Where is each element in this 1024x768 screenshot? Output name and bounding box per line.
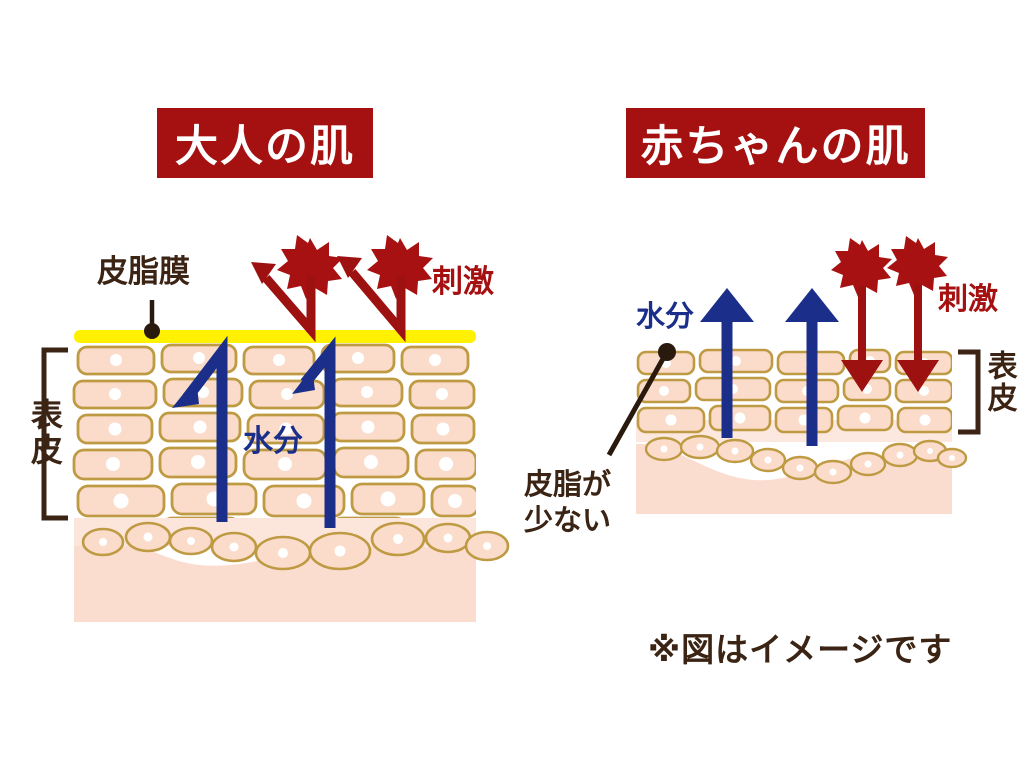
epidermis-bracket-right — [958, 349, 981, 435]
stimulus-burst-right-2 — [887, 236, 948, 295]
baby-basal-nuclei — [660, 443, 955, 476]
stimulus-arrow-right-2 — [897, 284, 939, 392]
stimulus-arrow-left-2 — [337, 256, 406, 343]
label-epidermis-adult: 表皮 — [25, 398, 64, 468]
sebum-film-band — [74, 330, 476, 343]
sebum-film-pointer — [144, 300, 160, 339]
panel-title-adult-skin: 大人の肌 — [157, 108, 373, 178]
panel-title-baby-skin: 赤ちゃんの肌 — [626, 108, 925, 178]
figure-disclaimer-note: ※図はイメージです — [648, 630, 953, 669]
label-sebum-film: 皮脂膜 — [97, 254, 190, 290]
stimulus-arrow-left-1 — [251, 262, 316, 343]
label-stimulus-adult: 刺激 — [432, 264, 494, 300]
moisture-arrow-left-2 — [292, 336, 336, 528]
little-sebum-pointer — [606, 343, 676, 457]
moisture-arrow-left-1 — [172, 335, 228, 522]
label-moisture-baby: 水分 — [636, 299, 695, 333]
adult-epidermis-cells — [72, 343, 476, 518]
label-little-sebum: 皮脂が 少ない — [524, 467, 612, 538]
moisture-arrow-right-1 — [700, 288, 754, 438]
adult-basal-nuclei — [99, 532, 491, 558]
baby-skin-illustration — [606, 236, 981, 514]
label-epidermis-baby: 表皮 — [981, 350, 1017, 414]
label-stimulus-baby: 刺激 — [938, 282, 998, 317]
moisture-arrow-right-2 — [785, 288, 839, 446]
label-moisture-adult: 水分 — [243, 424, 303, 459]
stimulus-burst-right-1 — [831, 238, 892, 297]
stimulus-burst-left-2 — [367, 235, 433, 299]
stimulus-burst-left-1 — [277, 235, 343, 299]
epidermis-bracket-left — [41, 347, 68, 521]
stimulus-arrow-right-1 — [841, 286, 883, 392]
adult-skin-illustration — [41, 235, 510, 622]
